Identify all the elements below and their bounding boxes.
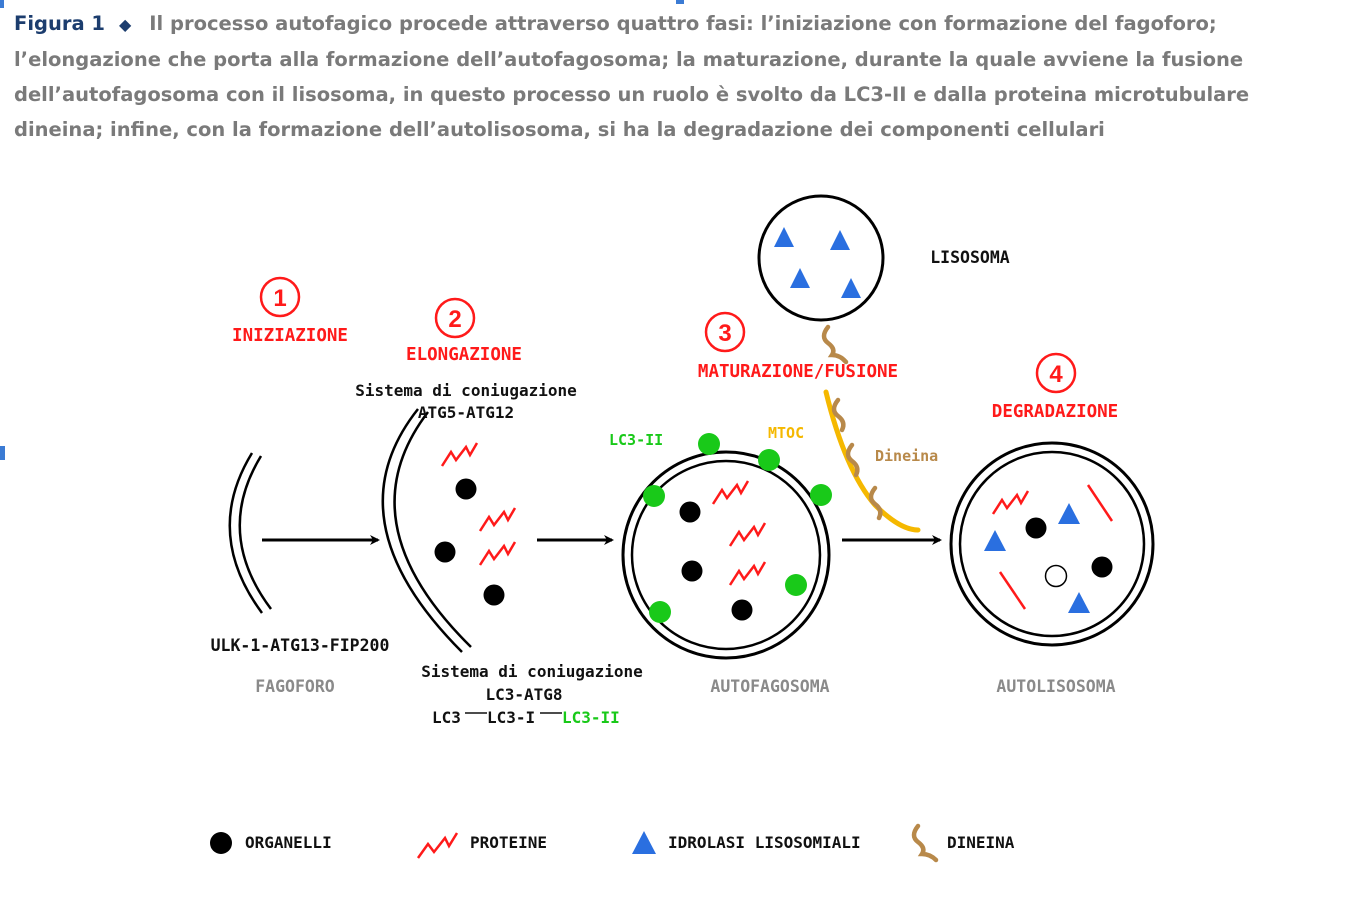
lc3-ii-dot-icon: [643, 485, 665, 507]
stage-number-circle: [259, 276, 301, 318]
legend-dynein-label: DINEINA: [947, 833, 1015, 852]
protein-zigzag-icon: [440, 442, 479, 467]
autolysosome: [949, 441, 1155, 647]
organelle-dot-icon: [483, 584, 505, 606]
lysosome-membrane: [757, 194, 885, 322]
organelle-dot-icon: [681, 560, 703, 582]
elongation-membrane-outer: [381, 408, 463, 653]
conjugation-system-2-line2: LC3-ATG8: [485, 685, 562, 704]
legend-organelles-label: ORGANELLI: [245, 833, 332, 852]
dynein-squiggle-icon: [868, 485, 883, 521]
lysosome: [757, 194, 885, 322]
stage-2: 2 ELONGAZIONE: [406, 297, 522, 365]
conjugation-system-1-line1: Sistema di coniugazione: [355, 381, 577, 400]
stage-number: 4: [1049, 361, 1063, 388]
stage-1: 1 INIZIAZIONE: [232, 276, 348, 346]
autophagosome-outer-membrane: [621, 450, 831, 660]
protein-zigzag-icon: [991, 490, 1030, 515]
stage-number-circle: [704, 311, 746, 353]
stage-number-circle: [1035, 352, 1077, 394]
stage-number: 3: [718, 320, 731, 347]
dynein-squiggle-icon: [911, 823, 939, 863]
degraded-protein-icon: [1086, 484, 1114, 522]
hydrolase-triangle-icon: [790, 268, 810, 288]
lc3-ii-marker-label: LC3-II: [609, 431, 663, 449]
hydrolase-triangle-icon: [841, 278, 861, 298]
lc3-ii-dot-icon: [649, 601, 671, 623]
hydrolase-triangle-icon: [1068, 592, 1090, 613]
lc3-ii-dot-icon: [758, 449, 780, 471]
degraded-protein-icon: [998, 571, 1027, 610]
autophagosome-inner-membrane: [630, 459, 822, 651]
phagophore-label: FAGOFORO: [255, 677, 335, 696]
dynein-squiggle-icon: [831, 397, 846, 433]
stage-title: ELONGAZIONE: [406, 345, 522, 365]
conjugation-system-2-line1: Sistema di coniugazione: [421, 662, 643, 681]
autolysosome-label: AUTOLISOSOMA: [996, 677, 1115, 696]
organelle-dot-icon: [731, 599, 753, 621]
hydrolase-triangle-icon: [1058, 503, 1080, 524]
figure-caption: Figura 1 ◆Il processo autofagico procede …: [14, 6, 1336, 147]
autolysosome-outer-membrane: [949, 441, 1155, 647]
legend-proteins-label: PROTEINE: [470, 833, 547, 852]
phagophore-membrane-outer: [228, 452, 264, 614]
protein-zigzag-icon: [478, 541, 517, 566]
autophagosome-label: AUTOFAGOSOMA: [710, 677, 829, 696]
dynein-squiggle-icon: [821, 324, 849, 365]
caption-text: Il processo autofagico procede attravers…: [14, 12, 1250, 141]
stage-title: INIZIAZIONE: [232, 326, 348, 346]
figure-label: Figura 1: [14, 12, 105, 35]
corner-mark: [676, 0, 684, 4]
lc3-ii-dot-icon: [785, 574, 807, 596]
lc3-ii-label: LC3-II: [562, 708, 620, 727]
stage-title: MATURAZIONE/FUSIONE: [698, 362, 898, 382]
protein-zigzag-icon: [728, 561, 767, 586]
legend: ORGANELLI PROTEINE IDROLASI LISOSOMIALI …: [210, 823, 1015, 863]
stage-number-circle: [434, 297, 476, 339]
stage-3: 3 MATURAZIONE/FUSIONE: [698, 311, 898, 382]
lc3-label: LC3: [432, 708, 461, 727]
organelle-dot-icon: [434, 541, 456, 563]
hydrolase-triangle-icon: [830, 230, 850, 250]
ulk-complex-label: ULK-1-ATG13-FIP200: [211, 636, 390, 655]
lc3-ii-dot-icon: [698, 433, 720, 455]
legend-hydrolases-label: IDROLASI LISOSOMIALI: [668, 833, 861, 852]
protein-zigzag-icon: [478, 507, 517, 532]
stage-number: 1: [273, 285, 286, 312]
organelle-dot-icon: [210, 832, 232, 854]
organelle-dot-icon: [455, 478, 477, 500]
hydrolase-triangle-icon: [984, 530, 1006, 551]
autophagosome: [621, 433, 832, 660]
diamond-icon: ◆: [118, 15, 132, 34]
stage-number: 2: [448, 306, 461, 333]
mtoc-label: MTOC: [768, 424, 804, 442]
conjugation-system-1-line2: ATG5-ATG12: [418, 403, 514, 422]
organelle-dot-icon: [679, 501, 701, 523]
lc3-ii-dot-icon: [810, 484, 832, 506]
lc3-i-label: LC3-I: [487, 708, 535, 727]
phagophore: [228, 452, 273, 614]
lysosome-label: LISOSOMA: [930, 248, 1010, 267]
dynein-squiggle-icon: [845, 442, 860, 478]
protein-zigzag-icon: [711, 480, 750, 505]
degraded-organelle-icon: [1044, 564, 1068, 588]
dynein-label: Dineina: [875, 447, 938, 465]
corner-mark: [0, 0, 4, 8]
elongating-phagophore: [381, 408, 472, 653]
stage-title: DEGRADAZIONE: [992, 402, 1118, 422]
organelle-dot-icon: [1091, 556, 1113, 578]
phagophore-membrane-inner: [238, 455, 273, 610]
organelle-dot-icon: [1025, 517, 1047, 539]
autolysosome-inner-membrane: [958, 450, 1146, 638]
hydrolase-triangle-icon: [774, 227, 794, 247]
elongation-membrane-inner: [393, 411, 472, 648]
protein-zigzag-icon: [728, 522, 767, 547]
hydrolase-triangle-icon: [632, 831, 656, 854]
protein-zigzag-icon: [416, 832, 459, 859]
stage-4: 4 DEGRADAZIONE: [992, 352, 1118, 422]
corner-mark: [0, 446, 5, 460]
